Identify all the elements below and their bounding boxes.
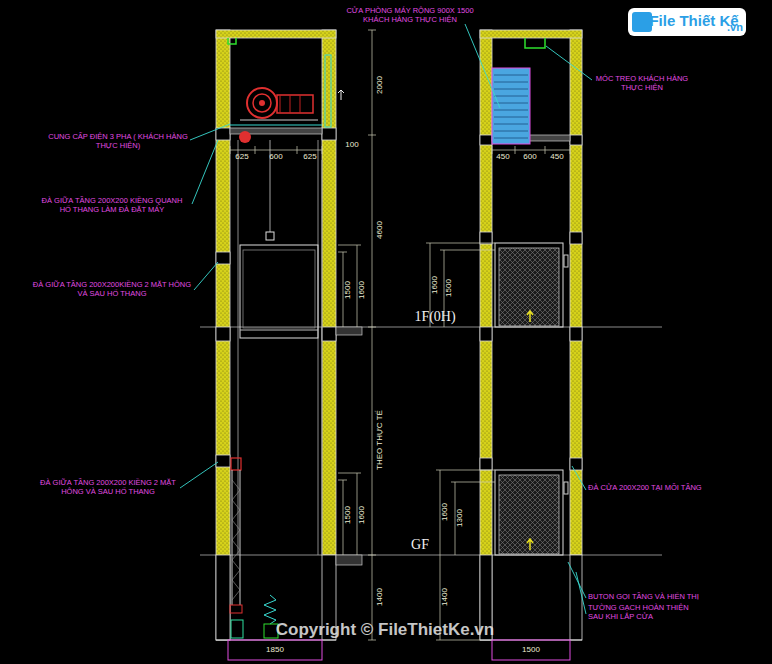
dimension-value: 1850	[266, 645, 284, 654]
logo-text: .vn	[727, 21, 743, 34]
annotation-note: TƯỜNG GẠCH HOÀN THIỆN SAU KHI LẮP CỬA	[588, 604, 698, 621]
annotation-note: CUNG CẤP ĐIỆN 3 PHA ( KHÁCH HÀNG THỰC HI…	[43, 133, 193, 150]
annotation-note: MÓC TREO KHÁCH HÀNG THỰC HIỆN	[587, 75, 697, 92]
dimension-value: 1600	[430, 276, 439, 294]
annotation-note: CỬA PHÒNG MÁY RỘNG 900X 1500 KHÁCH HÀNG …	[345, 7, 475, 24]
dimension-value: 600	[523, 152, 536, 161]
dimension-value: 1400	[375, 588, 384, 606]
dimension-value: THEO THỰC TẾ	[375, 410, 384, 470]
dimension-value: 1300	[455, 509, 464, 527]
watermark: Copyright © FileThietKe.vn	[276, 620, 494, 640]
dimension-value: 1500	[343, 506, 352, 524]
dimension-value: 1600	[440, 503, 449, 521]
dimension-value: 1500	[444, 279, 453, 297]
dimension-value: 1500	[343, 281, 352, 299]
dimension-value: 4600	[375, 221, 384, 239]
logo-text: File Thiết Kế	[649, 12, 738, 29]
dimension-value: 600	[269, 152, 282, 161]
annotation-note: BUTON GỌI TẦNG VÀ HIỂN THỊ	[588, 593, 699, 602]
dimension-value: 1400	[440, 588, 449, 606]
dimension-value: 1600	[357, 506, 366, 524]
dimension-value: 2000	[375, 76, 384, 94]
annotation-note: ĐÀ GIỮA TẦNG 200X200 KIỀNG 2 MẶT HÔNG VÀ…	[33, 479, 183, 496]
level-label: GF	[411, 537, 429, 553]
dimension-value: 1500	[522, 645, 540, 654]
annotation-note: ĐÀ GIỮA TẦNG 200X200 KIỀNG QUANH HỐ THAN…	[37, 197, 187, 214]
dimension-value: 450	[550, 152, 563, 161]
dimension-value: 1600	[357, 281, 366, 299]
dimension-value: 100	[345, 140, 358, 149]
dimension-value: 450	[496, 152, 509, 161]
level-label: 1F(0H)	[414, 309, 455, 325]
annotation-note: ĐÀ GIỮA TẦNG 200X200KIỀNG 2 MẶT HÔNG VÀ …	[32, 281, 192, 298]
dimension-value: 625	[303, 152, 316, 161]
dimension-value: 625	[235, 152, 248, 161]
annotation-note: ĐÀ CỬA 200X200 TẠI MỖI TẦNG	[588, 484, 702, 493]
